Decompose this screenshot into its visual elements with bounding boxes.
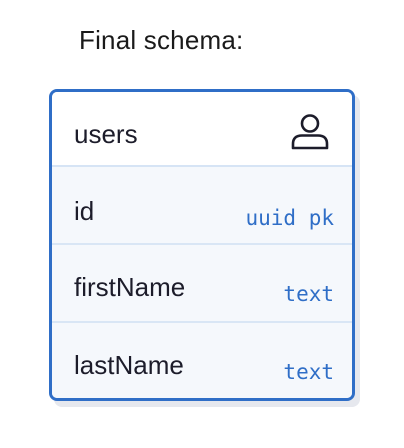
column-name: id [74, 196, 95, 226]
table-name: users [74, 119, 138, 149]
user-icon [288, 109, 332, 153]
column-type: text [283, 282, 334, 306]
table-header: users [52, 92, 352, 167]
users-table-card: users id uuid pk firstName text lastName… [49, 89, 355, 401]
column-row-id: id uuid pk [52, 167, 352, 245]
column-type: text [283, 360, 334, 384]
column-type: uuid pk [245, 206, 334, 230]
schema-heading: Final schema: [79, 25, 244, 55]
column-name: lastName [74, 350, 184, 380]
column-row-lastname: lastName text [52, 323, 352, 398]
column-row-firstname: firstName text [52, 245, 352, 323]
column-name: firstName [74, 272, 186, 302]
columns-list: id uuid pk firstName text lastName text [52, 167, 352, 398]
